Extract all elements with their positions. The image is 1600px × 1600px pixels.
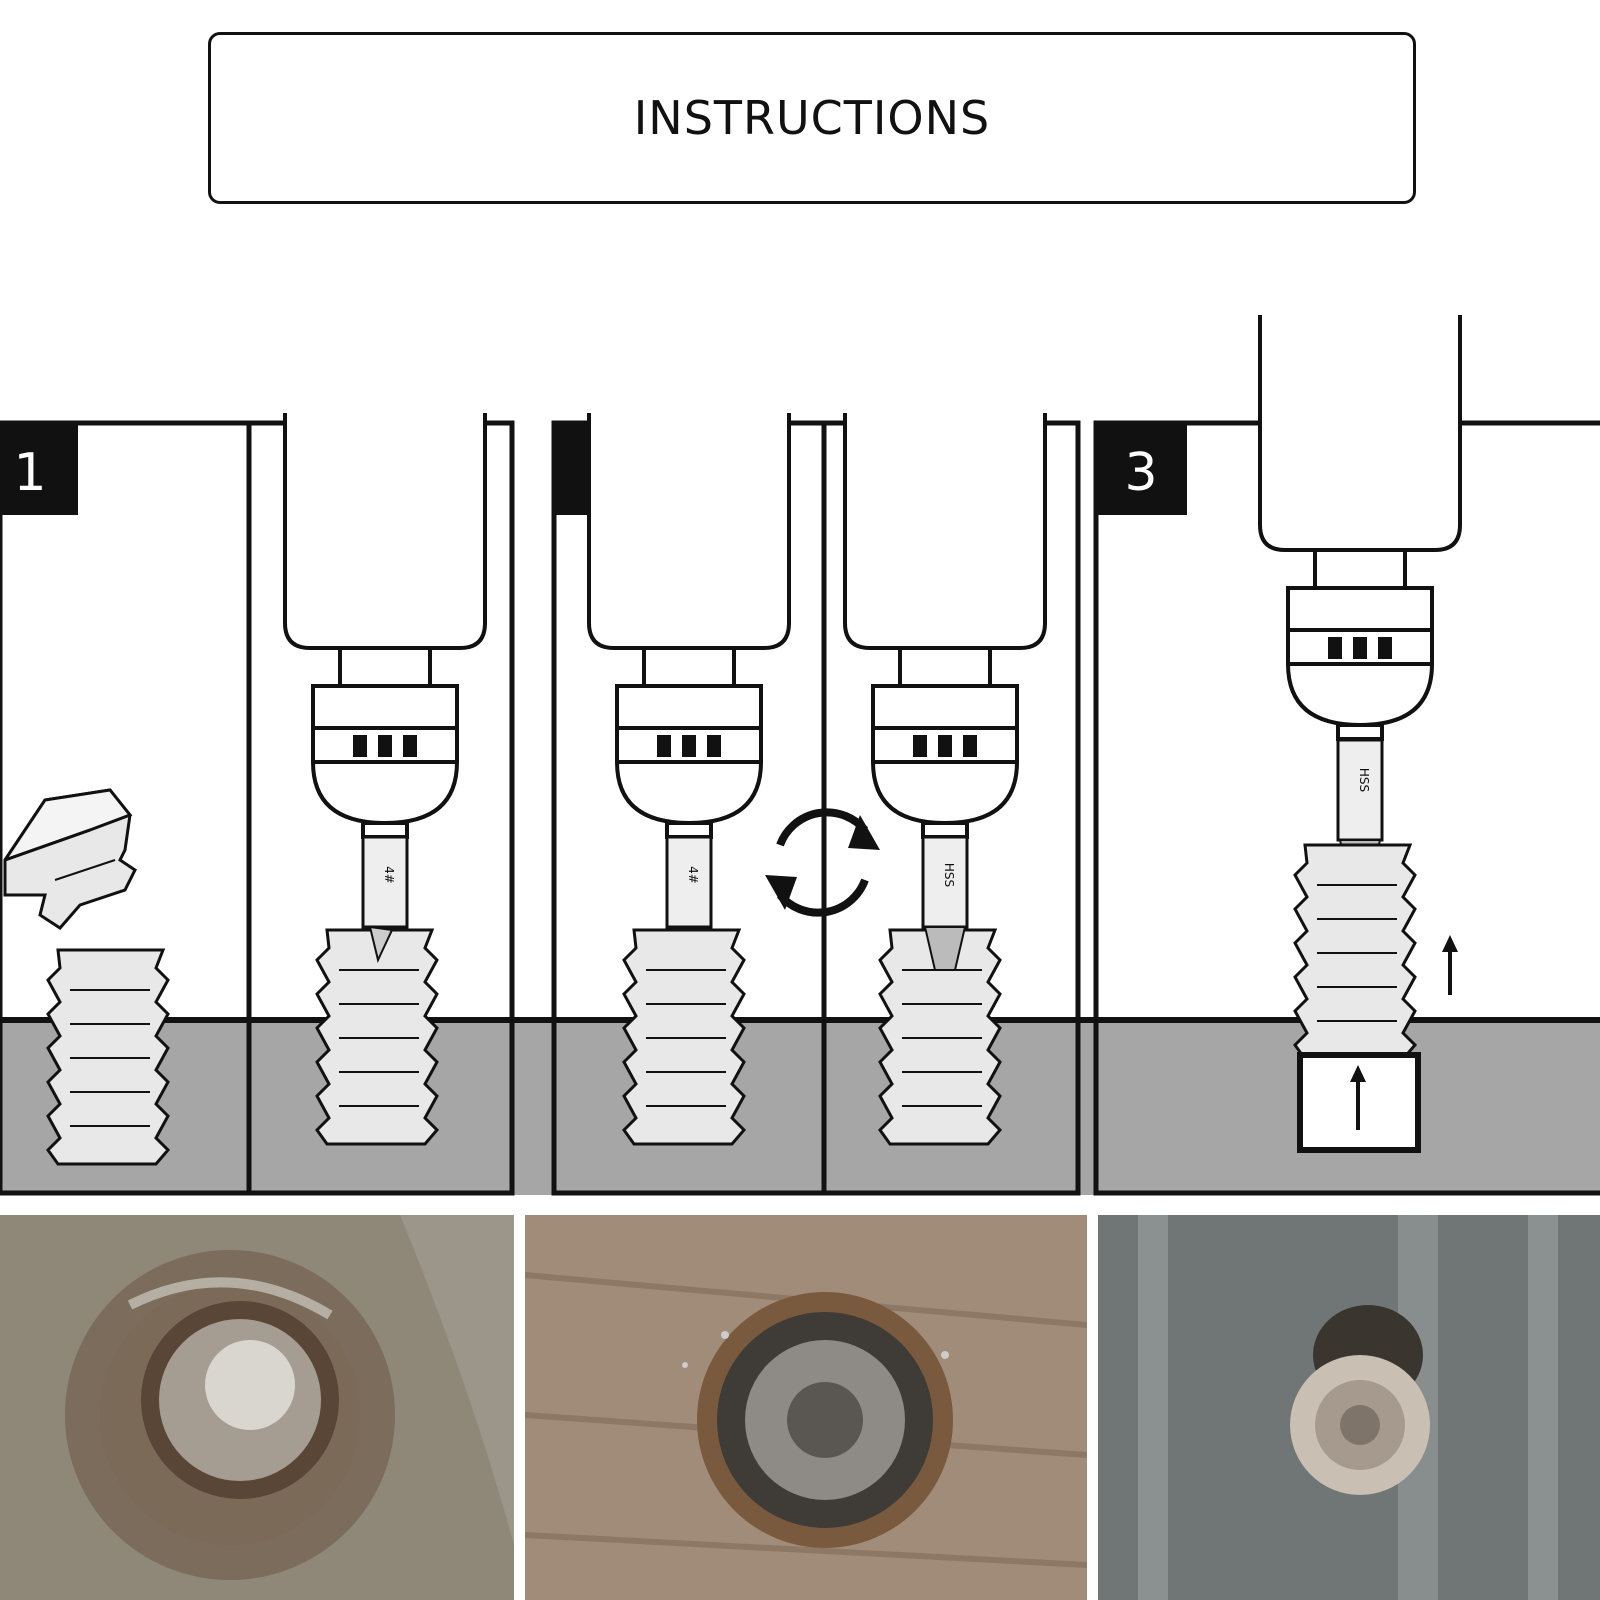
bolt-being-extracted [1293,843,1417,1061]
photo-extractor-inserted [525,1215,1087,1600]
rotation-arrows-icon [765,808,880,917]
instruction-diagram: 1 4# 2 4# HSS [0,313,1600,1196]
step-3-panel: 3 HSS [1093,313,1600,1196]
photo-drilled-bolt [0,1215,514,1600]
drill-chuck-step-3 [1258,313,1462,741]
bolt-being-drilled [315,928,439,1146]
step-1-badge [0,425,78,515]
bolt-in-hole [46,948,170,1166]
instructions-title-box: INSTRUCTIONS [208,32,1416,204]
drill-bit-marking: 4# [382,866,396,884]
drill-bit-left-marking: 4# [686,866,700,884]
broken-bolt-head [3,788,137,930]
drill-bit-left [665,835,713,929]
extractor-bit-step-3-marking: HSS [1357,768,1371,792]
drill-chuck [283,411,487,839]
step-3-number: 3 [1124,443,1157,503]
drill-bit [361,835,409,929]
step-1-number: 1 [13,443,46,503]
bolt-left [622,928,746,1146]
extractor-bit-right-marking: HSS [942,863,956,887]
drill-chuck-right [843,411,1047,839]
step-3-badge [1095,425,1187,515]
up-arrow-icon [1350,935,1458,1130]
step-1-panel: 1 4# [0,411,515,1196]
step-2-panel: 2 4# HSS [551,411,1081,1196]
drill-chuck-left [587,411,791,839]
page-title: INSTRUCTIONS [633,91,991,145]
photo-bolt-extracted [1098,1215,1600,1600]
extractor-bit-step-3 [1336,738,1384,842]
